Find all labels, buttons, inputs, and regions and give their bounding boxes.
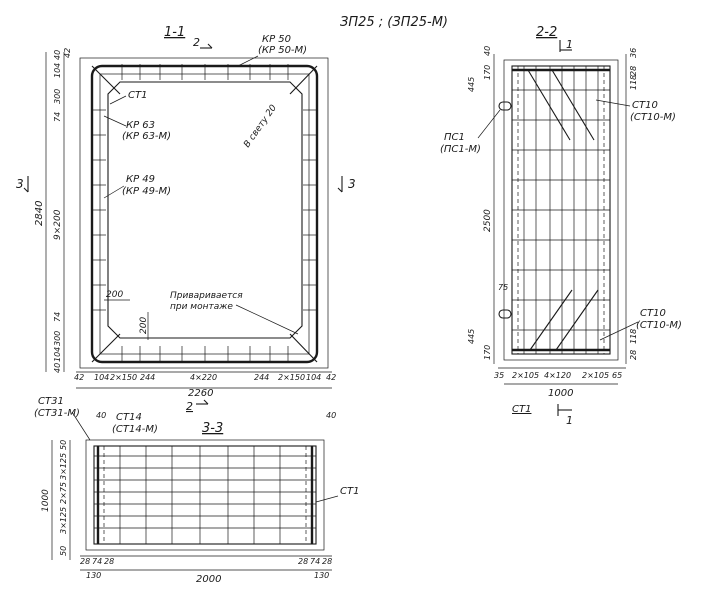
dim-v22-right-118b: 118 xyxy=(629,329,638,344)
callout-kr50m: (КР 50-М) xyxy=(258,45,307,56)
callout-st10m-top: (СТ10-М) xyxy=(630,112,676,123)
dim-bottom-42: 42 xyxy=(74,373,84,382)
cut-3-right-label: 3 xyxy=(348,177,356,191)
dim-v22-bottom-2x105b: 2×105 xyxy=(582,371,609,380)
dim-v33-overall-length: 2000 xyxy=(196,574,221,585)
dim-left-74: 74 xyxy=(53,112,62,122)
section-1-1-label: 1-1 xyxy=(164,25,185,40)
dim-v33-left-50: 50 xyxy=(59,440,68,450)
dim-v33-bottom-28d: 28 xyxy=(322,557,332,566)
callout-kr63m: (КР 63-М) xyxy=(122,131,171,142)
callout-weld-2: при монтаже xyxy=(170,302,233,312)
section-3-3-label: 3-3 xyxy=(202,421,223,436)
cut-3-left-label: 3 xyxy=(16,177,24,191)
dim-v22-right-118: 118 xyxy=(629,75,638,90)
dim-200-a: 200 xyxy=(106,290,123,300)
callout-st10m-bottom: (СТ10-М) xyxy=(636,320,682,331)
dim-bottom-104: 104 xyxy=(94,373,109,382)
dim-v22-right-28: 28 xyxy=(629,66,638,76)
dim-left-40: 40 xyxy=(53,50,62,60)
dim-overall-height: 2840 xyxy=(34,201,45,226)
callout-ps1: ПС1 xyxy=(444,132,465,143)
dim-v22-170: 170 xyxy=(483,65,492,80)
dim-v22-right-28b: 28 xyxy=(629,350,638,360)
callout-st10-bottom: СТ10 xyxy=(640,308,666,319)
dim-v33-bottom-28c: 28 xyxy=(298,557,308,566)
dim-bottom-2x150: 2×150 xyxy=(110,373,137,382)
cut-2-top-label: 2 xyxy=(193,36,200,49)
dim-v22-170b: 170 xyxy=(483,345,492,360)
dim-v33-end-130b: 130 xyxy=(314,571,329,580)
dim-left-300: 300 xyxy=(53,89,62,104)
callout-st31m: (СТ31-М) xyxy=(34,408,80,419)
dim-v33-left-3x125: 3×125 xyxy=(59,453,68,480)
callout-st14: СТ14 xyxy=(116,412,142,423)
callout-weld-1: Приваривается xyxy=(170,291,243,301)
callout-st1-v22: СТ1 xyxy=(512,404,531,415)
callout-kr49m: (КР 49-М) xyxy=(122,186,171,197)
dim-left-104: 104 xyxy=(53,63,62,78)
section-3-3-view: СТ31 (СТ31-М) 40 СТ14 (СТ14-М) 3-3 40 СТ… xyxy=(34,396,359,585)
callout-kr49: КР 49 xyxy=(126,174,155,185)
dim-v33-left-50b: 50 xyxy=(59,546,68,556)
dim-v22-overall-width: 1000 xyxy=(548,388,573,399)
callout-ps1m: (ПС1-М) xyxy=(440,144,481,155)
dim-left-9x200: 9×200 xyxy=(53,209,63,240)
dim-v33-bottom-74b: 74 xyxy=(310,557,320,566)
cut-2-bottom-label: 2 xyxy=(186,400,193,413)
drawing-title: ЗП25 ; (ЗП25-М) xyxy=(340,15,448,30)
callout-kr63: КР 63 xyxy=(126,120,155,131)
dim-v33-left-3x125b: 3×125 xyxy=(59,507,68,534)
dim-v22-445: 445 xyxy=(467,77,476,92)
dim-v33-bottom-74: 74 xyxy=(92,557,102,566)
dim-bottom-244: 244 xyxy=(140,373,155,382)
dim-v33-overall-height: 1000 xyxy=(41,489,51,512)
dim-left-40b: 40 xyxy=(53,363,62,373)
dim-left-74b: 74 xyxy=(53,312,62,322)
dim-v22-bottom-65: 65 xyxy=(612,371,622,380)
dim-v33-bottom-28b: 28 xyxy=(104,557,114,566)
dim-v33-end-130: 130 xyxy=(86,571,101,580)
callout-st1-v33: СТ1 xyxy=(340,486,359,497)
dim-left-300b: 300 xyxy=(53,331,62,346)
dim-v22-bottom-4x120: 4×120 xyxy=(544,371,571,380)
dim-200-b: 200 xyxy=(139,317,149,334)
dim-v22-2500: 2500 xyxy=(483,209,493,232)
dim-v22-right-36: 36 xyxy=(629,48,638,58)
callout-kr50: КР 50 xyxy=(262,34,291,45)
callout-st1-1: СТ1 xyxy=(128,90,147,101)
dim-bottom-4x220: 4×220 xyxy=(190,373,217,382)
dim-v33-top-40b: 40 xyxy=(326,411,336,420)
dim-top-right-42: 42 xyxy=(63,48,72,58)
section-2-2-view: 2-2 1 СТ10 (СТ10-М) ПС1 xyxy=(440,25,682,427)
callout-clear-span: В свету 20 xyxy=(242,103,279,150)
callout-st10-top: СТ10 xyxy=(632,100,658,111)
cut-1-top-label: 1 xyxy=(566,38,573,51)
cut-1-bottom-label: 1 xyxy=(566,414,573,427)
dim-v22-bottom-2x105: 2×105 xyxy=(512,371,539,380)
dim-v22-bottom-35: 35 xyxy=(494,371,504,380)
dim-75: 75 xyxy=(498,283,508,292)
section-2-2-label: 2-2 xyxy=(536,25,557,40)
callout-st31: СТ31 xyxy=(38,396,64,407)
dim-bottom-42b: 42 xyxy=(326,373,336,382)
callout-st14m: (СТ14-М) xyxy=(112,424,158,435)
dim-bottom-244b: 244 xyxy=(254,373,269,382)
dim-v33-left-2x75: 2×75 xyxy=(59,482,68,504)
dim-overall-width: 2260 xyxy=(188,388,213,399)
dim-v33-bottom-28: 28 xyxy=(80,557,90,566)
dim-v22-40: 40 xyxy=(483,46,492,56)
dim-left-104b: 104 xyxy=(53,347,62,362)
dim-v22-445b: 445 xyxy=(467,329,476,344)
section-1-1-view: 1-1 2 xyxy=(16,25,356,413)
dim-bottom-104b: 104 xyxy=(306,373,321,382)
dim-bottom-2x150b: 2×150 xyxy=(278,373,305,382)
dim-v33-top-40: 40 xyxy=(96,411,106,420)
